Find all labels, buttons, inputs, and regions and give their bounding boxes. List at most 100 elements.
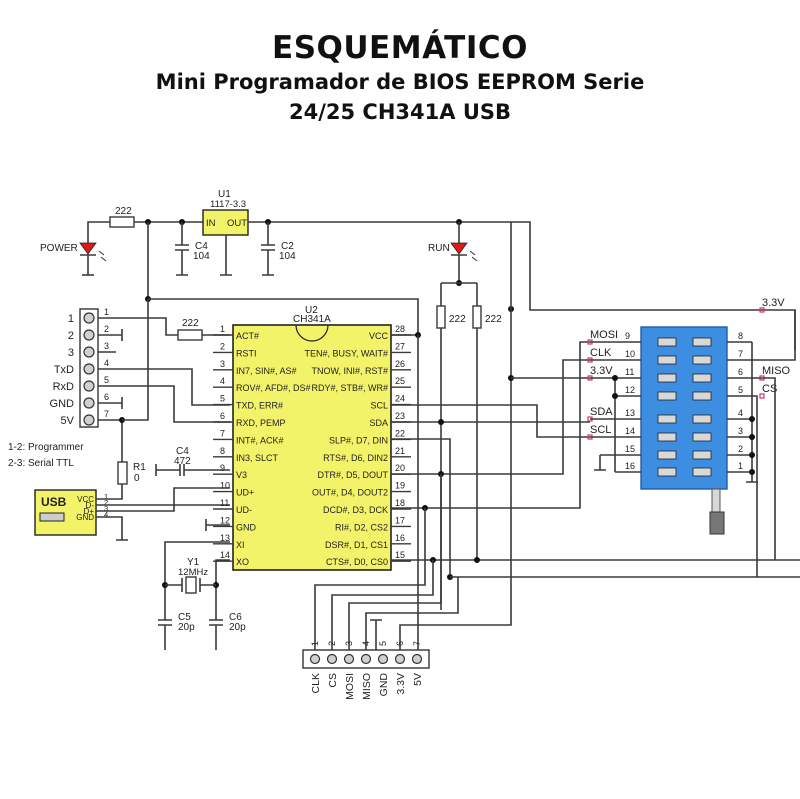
header-pin-number: 4 xyxy=(104,358,109,368)
socket-pin-number: 14 xyxy=(625,426,635,436)
chip-pin-name: RTS#, D6, DIN2 xyxy=(323,453,388,463)
net-label-scl: SCL xyxy=(590,424,611,436)
run-resistor-left: 222 xyxy=(449,314,466,325)
c2-value: 104 xyxy=(279,251,296,262)
socket-pin xyxy=(657,373,677,383)
regulator-in-label: IN xyxy=(206,218,216,229)
subtitle-line-2: 24/25 CH341A USB xyxy=(289,100,511,124)
chip-pin-name: OUT#, D4, DOUT2 xyxy=(312,488,388,498)
chip-pin-name: UD- xyxy=(236,505,252,515)
header-pin xyxy=(83,363,95,375)
v3-cap-value: 472 xyxy=(174,456,191,467)
chip-pin-name: SDA xyxy=(369,418,388,428)
socket-pin-number: 13 xyxy=(625,408,635,418)
chip-pin-number: 11 xyxy=(220,498,229,508)
spi-pin-label: CLK xyxy=(310,673,322,693)
chip-pin-number: 22 xyxy=(395,428,405,438)
chip-pin-name: ACT# xyxy=(236,331,259,341)
spi-pin-number: 2 xyxy=(327,641,337,646)
chip-pin-number: 24 xyxy=(395,394,405,404)
power-resistor-value: 222 xyxy=(115,206,132,217)
net-label-top: 3.3V xyxy=(762,297,785,309)
usb-pin-number: 1 xyxy=(104,492,108,501)
chip-pin-name: ROV#, AFD#, DS# xyxy=(236,383,311,393)
spi-pin-label: MOSI xyxy=(344,673,356,700)
v3-cap-ref: C4 xyxy=(176,446,189,457)
spi-header-pin xyxy=(309,653,321,665)
spi-header-pin xyxy=(343,653,355,665)
spi-pin-label: CS xyxy=(327,673,339,688)
chip-pin-number: 8 xyxy=(220,446,225,456)
chip-pin-name: DCD#, D3, DCK xyxy=(323,505,388,515)
socket-pin-number: 1 xyxy=(738,461,743,471)
chip-pin-name: VCC xyxy=(369,331,389,341)
spi-pin-number: 4 xyxy=(361,641,371,646)
net-label-miso: MISO xyxy=(762,365,791,377)
spi-pin-number: 5 xyxy=(378,641,388,646)
chip-pin-name: TEN#, BUSY, WAIT# xyxy=(304,348,388,358)
header-pin xyxy=(83,346,95,358)
subtitle-line-1: Mini Programador de BIOS EEPROM Serie xyxy=(155,70,645,94)
chip-pin-name: SLP#, D7, DIN xyxy=(329,435,388,445)
socket-pin xyxy=(692,450,712,460)
chip-pin-number: 26 xyxy=(395,359,405,369)
usb-pin-number: 4 xyxy=(104,510,108,519)
net-label-v33: 3.3V xyxy=(590,365,613,377)
c4-top-value: 104 xyxy=(193,251,210,262)
c2-ref: C2 xyxy=(281,241,294,252)
socket-pin-number: 10 xyxy=(625,349,635,359)
regulator-part: 1117-3.3 xyxy=(210,199,246,210)
net-marker xyxy=(759,393,765,399)
chip-pin-name: GND xyxy=(236,522,257,532)
socket-pin xyxy=(692,467,712,477)
power-led-icon xyxy=(79,242,97,255)
net-label-cs: CS xyxy=(762,383,777,395)
chip-pin-number: 10 xyxy=(220,481,230,491)
socket-pin xyxy=(692,373,712,383)
run-led-icon xyxy=(450,242,468,255)
header-pin xyxy=(83,397,95,409)
chip-pin-name: RI#, D2, CS2 xyxy=(335,522,388,532)
socket-pin-number: 3 xyxy=(738,426,743,436)
socket-pin-number: 12 xyxy=(625,385,635,395)
header-resistor-value: 222 xyxy=(182,318,199,329)
socket-pin xyxy=(657,467,677,477)
chip-pin-number: 9 xyxy=(220,463,225,473)
header-pin-label: 3 xyxy=(68,347,74,359)
spi-header-pin xyxy=(394,653,406,665)
chip-part: CH341A xyxy=(293,314,331,325)
socket-pin-number: 15 xyxy=(625,444,635,454)
regulator-out-label: OUT xyxy=(227,218,247,229)
header-pin-number: 7 xyxy=(104,409,109,419)
usb-port-icon xyxy=(39,512,65,522)
header-note-1: 1-2: Programmer xyxy=(8,442,84,453)
chip-pin-number: 3 xyxy=(220,359,225,369)
header-pin-label: 2 xyxy=(68,330,74,342)
header-pin-number: 6 xyxy=(104,392,109,402)
socket-pin xyxy=(692,391,712,401)
spi-header-pin xyxy=(411,653,423,665)
socket-pin xyxy=(692,355,712,365)
header-pin-label: 1 xyxy=(68,313,74,325)
socket-pin-number: 6 xyxy=(738,367,743,377)
header-pin xyxy=(83,414,95,426)
spi-header-pin xyxy=(377,653,389,665)
socket-pin-number: 16 xyxy=(625,461,635,471)
header-pin-number: 5 xyxy=(104,375,109,385)
net-marker xyxy=(759,307,765,313)
socket-body xyxy=(640,326,728,490)
socket-pin-number: 11 xyxy=(625,367,634,377)
chip-pin-name: RDY#, STB#, WR# xyxy=(311,383,388,393)
chip-pin-number: 5 xyxy=(220,394,225,404)
chip-pin-name: INT#, ACK# xyxy=(236,435,284,445)
header-pin xyxy=(83,312,95,324)
regulator-ref: U1 xyxy=(218,189,231,200)
net-label-sda: SDA xyxy=(590,406,613,418)
c4-top-ref: C4 xyxy=(195,241,208,252)
chip-pin-number: 28 xyxy=(395,324,405,334)
usb-pin-label: VCC xyxy=(77,495,94,504)
spi-pin-label: 5V xyxy=(412,673,424,686)
socket-pin xyxy=(657,432,677,442)
